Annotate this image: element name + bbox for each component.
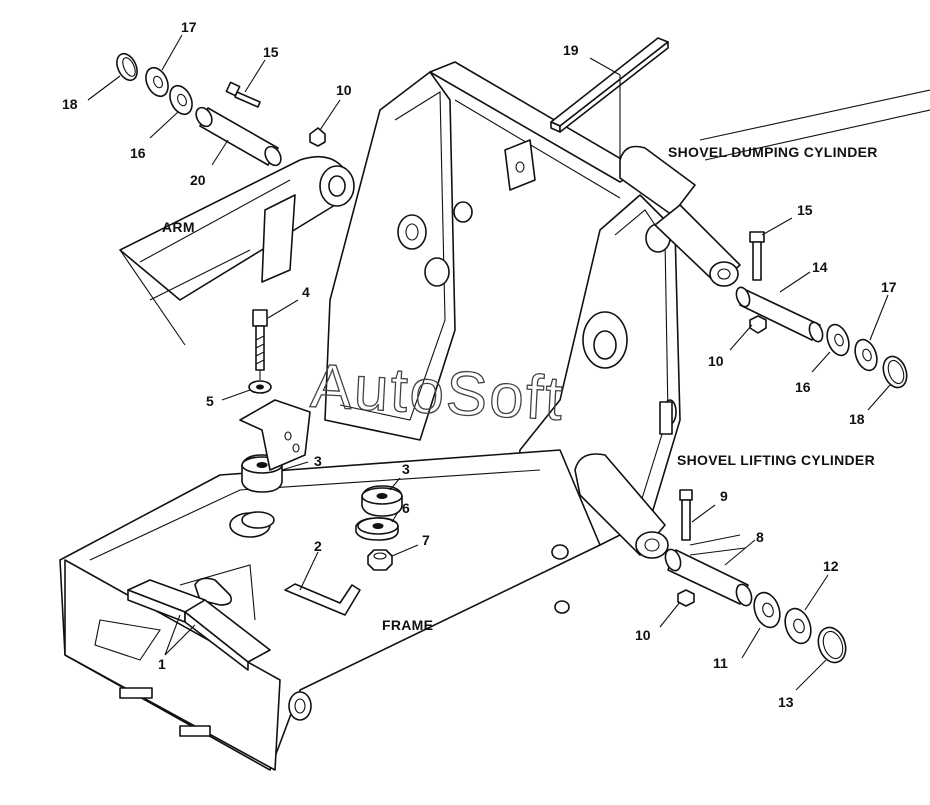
part-18-snap-ring-upper: [116, 52, 138, 82]
part-4-bolt: [252, 309, 268, 371]
part-19-bar: [550, 37, 669, 133]
part-15-bolt-right: [749, 231, 765, 281]
part-16-washer-right: [826, 323, 850, 357]
callout-7: 7: [422, 532, 430, 548]
part-15-bolt-upper: [225, 81, 261, 108]
part-5-washer: [248, 380, 272, 394]
callout-numbers: 18 17 16 15 20 10 4 5 3 3 6 7 2 1 19 15 …: [62, 19, 897, 710]
callout-11: 11: [713, 655, 728, 671]
part-8-pin: [664, 548, 753, 607]
callout-16: 16: [795, 379, 811, 395]
part-16-washer-upper: [169, 84, 193, 116]
shovel-dumping-cylinder: [619, 89, 930, 287]
callout-4: 4: [302, 284, 310, 300]
callout-18: 18: [62, 96, 78, 112]
part-1-pads: [127, 579, 271, 671]
callout-5: 5: [206, 393, 214, 409]
callout-10: 10: [336, 82, 352, 98]
callout-20: 20: [190, 172, 206, 188]
bracket-under-bolt: [239, 399, 311, 471]
callout-15: 15: [263, 44, 279, 60]
caption-shovel-lifting-cylinder: SHOVEL LIFTING CYLINDER: [677, 452, 875, 468]
callout-6: 6: [402, 500, 410, 516]
callout-3: 3: [402, 461, 410, 477]
arm: [119, 155, 355, 346]
part-9-bolt: [679, 489, 693, 541]
part-3-rubber-mount-right: [361, 485, 403, 517]
watermark: AutoSoft: [309, 352, 566, 434]
part-18-snap-ring-right: [882, 355, 908, 389]
part-12-washer: [784, 607, 812, 645]
callout-3: 3: [314, 453, 322, 469]
part-10-nut-right-a: [749, 315, 767, 334]
callout-17: 17: [881, 279, 897, 295]
part-7-nut: [367, 549, 393, 571]
part-20-pin: [195, 106, 282, 167]
part-6-washer: [355, 517, 399, 541]
part-13-snap-ring: [817, 626, 847, 664]
part-11-washer: [753, 591, 781, 629]
part-17-washer-upper: [145, 66, 169, 98]
callout-10: 10: [635, 627, 651, 643]
callout-17: 17: [181, 19, 197, 35]
callout-1: 1: [158, 656, 166, 672]
callout-10: 10: [708, 353, 724, 369]
callout-13: 13: [778, 694, 794, 710]
callout-2: 2: [314, 538, 322, 554]
callout-19: 19: [563, 42, 579, 58]
callout-12: 12: [823, 558, 839, 574]
frame: [59, 61, 681, 771]
callout-18: 18: [849, 411, 865, 427]
part-17-washer-right: [854, 338, 878, 372]
part-10-nut-upper: [309, 127, 326, 147]
callout-9: 9: [720, 488, 728, 504]
callout-15: 15: [797, 202, 813, 218]
callout-8: 8: [756, 529, 764, 545]
caption-frame: FRAME: [382, 617, 433, 633]
caption-arm: ARM: [162, 219, 195, 235]
callout-16: 16: [130, 145, 146, 161]
part-14-pin: [735, 286, 824, 343]
leader-lines: [87, 34, 891, 691]
part-2-l-key: [284, 583, 361, 616]
part-10-nut-right-b: [677, 589, 695, 607]
caption-shovel-dumping-cylinder: SHOVEL DUMPING CYLINDER: [668, 144, 878, 160]
shovel-lifting-cylinder: [574, 453, 746, 559]
callout-14: 14: [812, 259, 828, 275]
